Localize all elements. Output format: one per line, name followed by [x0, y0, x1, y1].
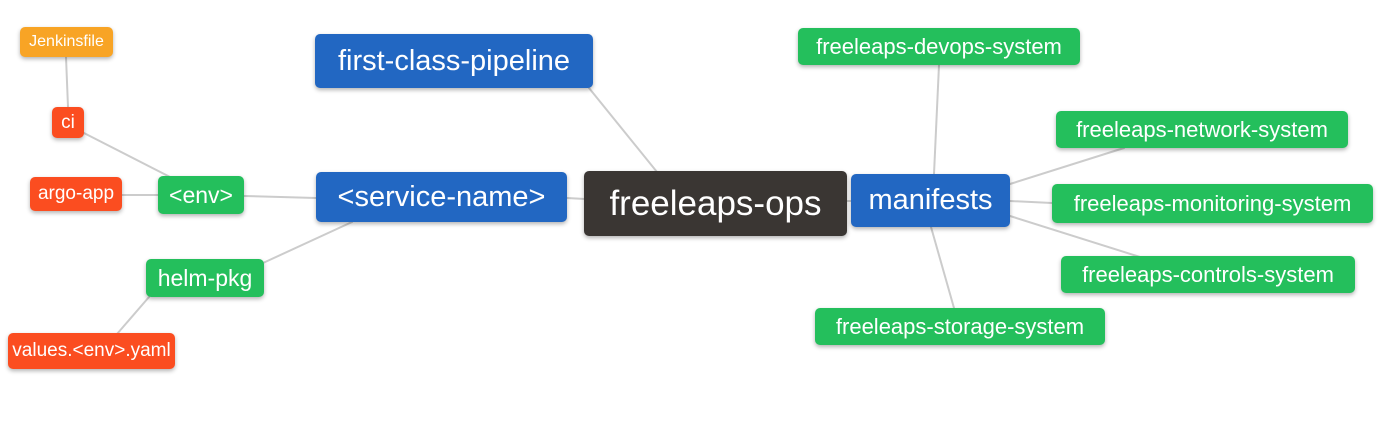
node-freeleaps-ops[interactable]: freeleaps-ops — [584, 171, 847, 236]
node-first-class-pipeline[interactable]: first-class-pipeline — [315, 34, 593, 88]
node-helm-pkg[interactable]: helm-pkg — [146, 259, 264, 297]
node-env[interactable]: <env> — [158, 176, 244, 214]
node-freeleaps-storage-system[interactable]: freeleaps-storage-system — [815, 308, 1105, 345]
node-freeleaps-devops-system[interactable]: freeleaps-devops-system — [798, 28, 1080, 65]
node-manifests[interactable]: manifests — [851, 174, 1010, 227]
edge-manifests-monitoring — [1009, 200, 1053, 204]
node-ci[interactable]: ci — [52, 107, 84, 138]
edge-manifests-controls — [1009, 215, 1141, 258]
edge-service-name-helm-pkg — [262, 221, 353, 264]
edge-manifests-devops — [933, 64, 940, 175]
edge-service-name-ops — [566, 197, 586, 200]
edge-manifests-storage — [930, 226, 955, 309]
edge-ci-env — [79, 130, 173, 179]
node-jenkinsfile[interactable]: Jenkinsfile — [20, 27, 113, 57]
edge-pipeline-ops — [588, 87, 658, 173]
edge-helm-pkg-values — [116, 296, 150, 335]
node-freeleaps-network-system[interactable]: freeleaps-network-system — [1056, 111, 1348, 148]
edge-env-service-name — [243, 195, 317, 199]
edge-manifests-network — [1009, 147, 1125, 185]
node-service-name[interactable]: <service-name> — [316, 172, 567, 222]
node-argo-app[interactable]: argo-app — [30, 177, 122, 211]
edge-jenkinsfile-ci — [65, 56, 69, 108]
node-freeleaps-monitoring-system[interactable]: freeleaps-monitoring-system — [1052, 184, 1373, 223]
node-freeleaps-controls-system[interactable]: freeleaps-controls-system — [1061, 256, 1355, 293]
node-values-env-yaml[interactable]: values.<env>.yaml — [8, 333, 175, 369]
